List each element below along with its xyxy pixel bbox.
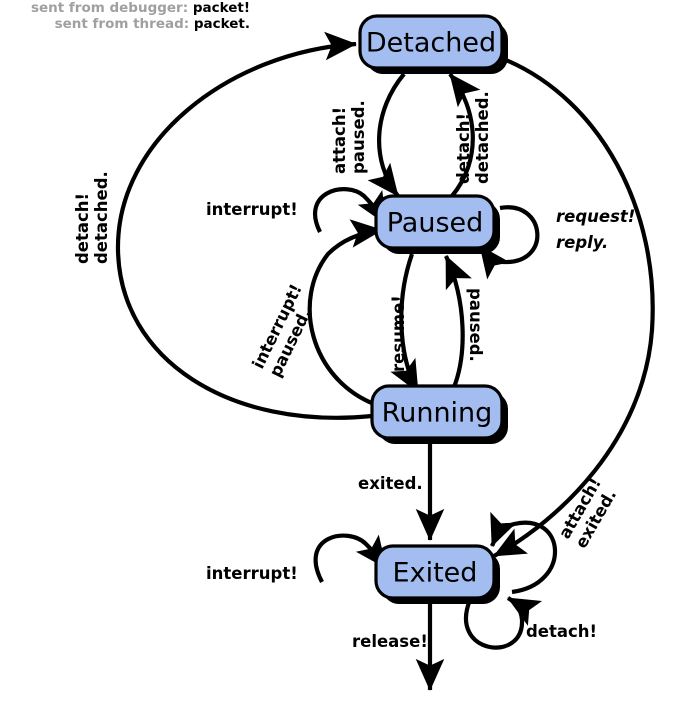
edge-exited-self-attach bbox=[490, 511, 558, 595]
legend-value-debugger: packet! bbox=[192, 0, 250, 16]
label-exited: exited. bbox=[358, 474, 423, 493]
label-reply: reply. bbox=[556, 233, 608, 252]
edge-paused-to-detached bbox=[448, 72, 481, 198]
detach-detached-line1: detach! bbox=[454, 113, 473, 184]
label-running-to-detached: detach! detached. bbox=[73, 171, 111, 264]
label-exited-self-attach: attach! exited. bbox=[555, 474, 620, 551]
running-label: Running bbox=[382, 398, 493, 429]
label-paused-self-interrupt: interrupt! bbox=[206, 200, 298, 219]
legend-row-debugger: sent from debugger: packet! bbox=[0, 0, 250, 16]
label-exited-self-detach: detach! bbox=[526, 622, 597, 641]
exited-label: Exited bbox=[393, 558, 478, 589]
paused-box bbox=[374, 194, 496, 250]
edge-detached-to-exited bbox=[492, 58, 655, 558]
legend: sent from debugger: packet! sent from th… bbox=[0, 0, 250, 32]
edge-running-to-detached bbox=[115, 31, 373, 420]
attach-line1: attach! bbox=[330, 107, 349, 174]
label-paused-to-detached: detach! detached. bbox=[454, 91, 492, 184]
legend-key-debugger: sent from debugger: bbox=[30, 0, 189, 16]
edge-paused-self-request bbox=[478, 205, 540, 280]
edge-detached-to-paused bbox=[367, 72, 406, 198]
running-detach-line2: detached. bbox=[92, 171, 111, 264]
label-paused-up: paused. bbox=[466, 288, 485, 362]
legend-row-thread: sent from thread: packet. bbox=[0, 16, 250, 32]
state-node-detached[interactable]: Detached bbox=[358, 14, 508, 74]
detach-detached-line2: detached. bbox=[473, 91, 492, 184]
state-node-paused[interactable]: Paused bbox=[374, 194, 500, 254]
label-resume: resume! bbox=[389, 295, 408, 372]
running-box bbox=[370, 384, 504, 440]
exited-box bbox=[374, 544, 496, 600]
edge-running-to-paused bbox=[444, 255, 472, 393]
legend-key-thread: sent from thread: bbox=[54, 16, 190, 32]
label-release: release! bbox=[352, 632, 428, 651]
label-request: request! bbox=[556, 207, 635, 226]
attach-line2: paused. bbox=[349, 100, 368, 174]
edge-exited-self-detach bbox=[463, 596, 543, 650]
state-node-running[interactable]: Running bbox=[370, 384, 508, 444]
paused-label: Paused bbox=[387, 208, 484, 239]
running-detach-line1: detach! bbox=[73, 193, 92, 264]
edge-paused-to-running-resume bbox=[390, 253, 420, 394]
legend-value-thread: packet. bbox=[193, 16, 250, 32]
label-exited-self-interrupt: interrupt! bbox=[206, 564, 298, 583]
label-detached-to-paused: attach! paused. bbox=[330, 100, 368, 174]
detached-label: Detached bbox=[366, 28, 496, 59]
detached-box bbox=[358, 14, 504, 70]
edge-running-to-paused-interrupt bbox=[307, 219, 383, 406]
state-node-exited[interactable]: Exited bbox=[374, 544, 500, 604]
